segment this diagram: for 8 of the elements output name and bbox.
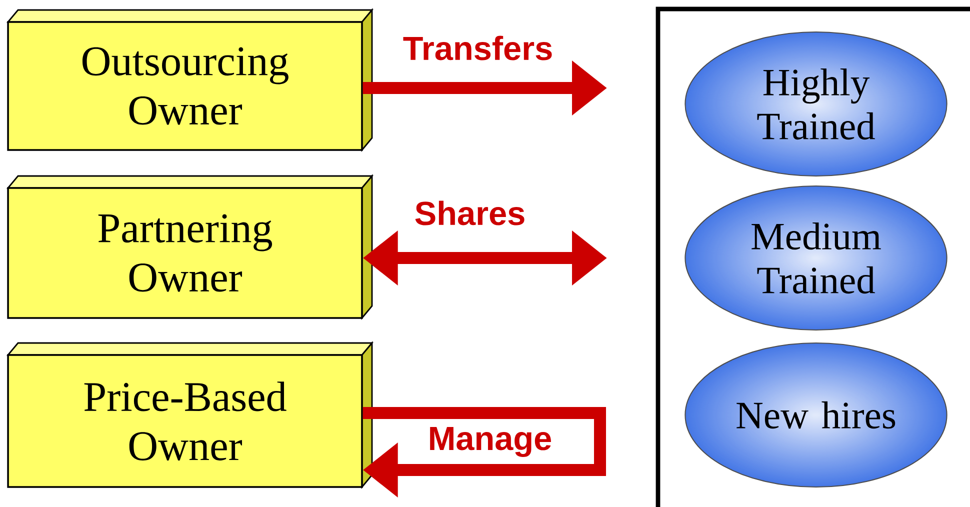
edge-label: Transfers [401,34,555,62]
ellipse-node: Highly Trained [684,31,948,177]
arrow [362,407,606,498]
edge-label: Shares [412,199,528,228]
ellipse-node: Medium Trained [684,186,948,331]
edge-label: Manage [426,425,554,459]
panel-frame [656,6,970,507]
ellipse-node: New hires [684,342,948,488]
